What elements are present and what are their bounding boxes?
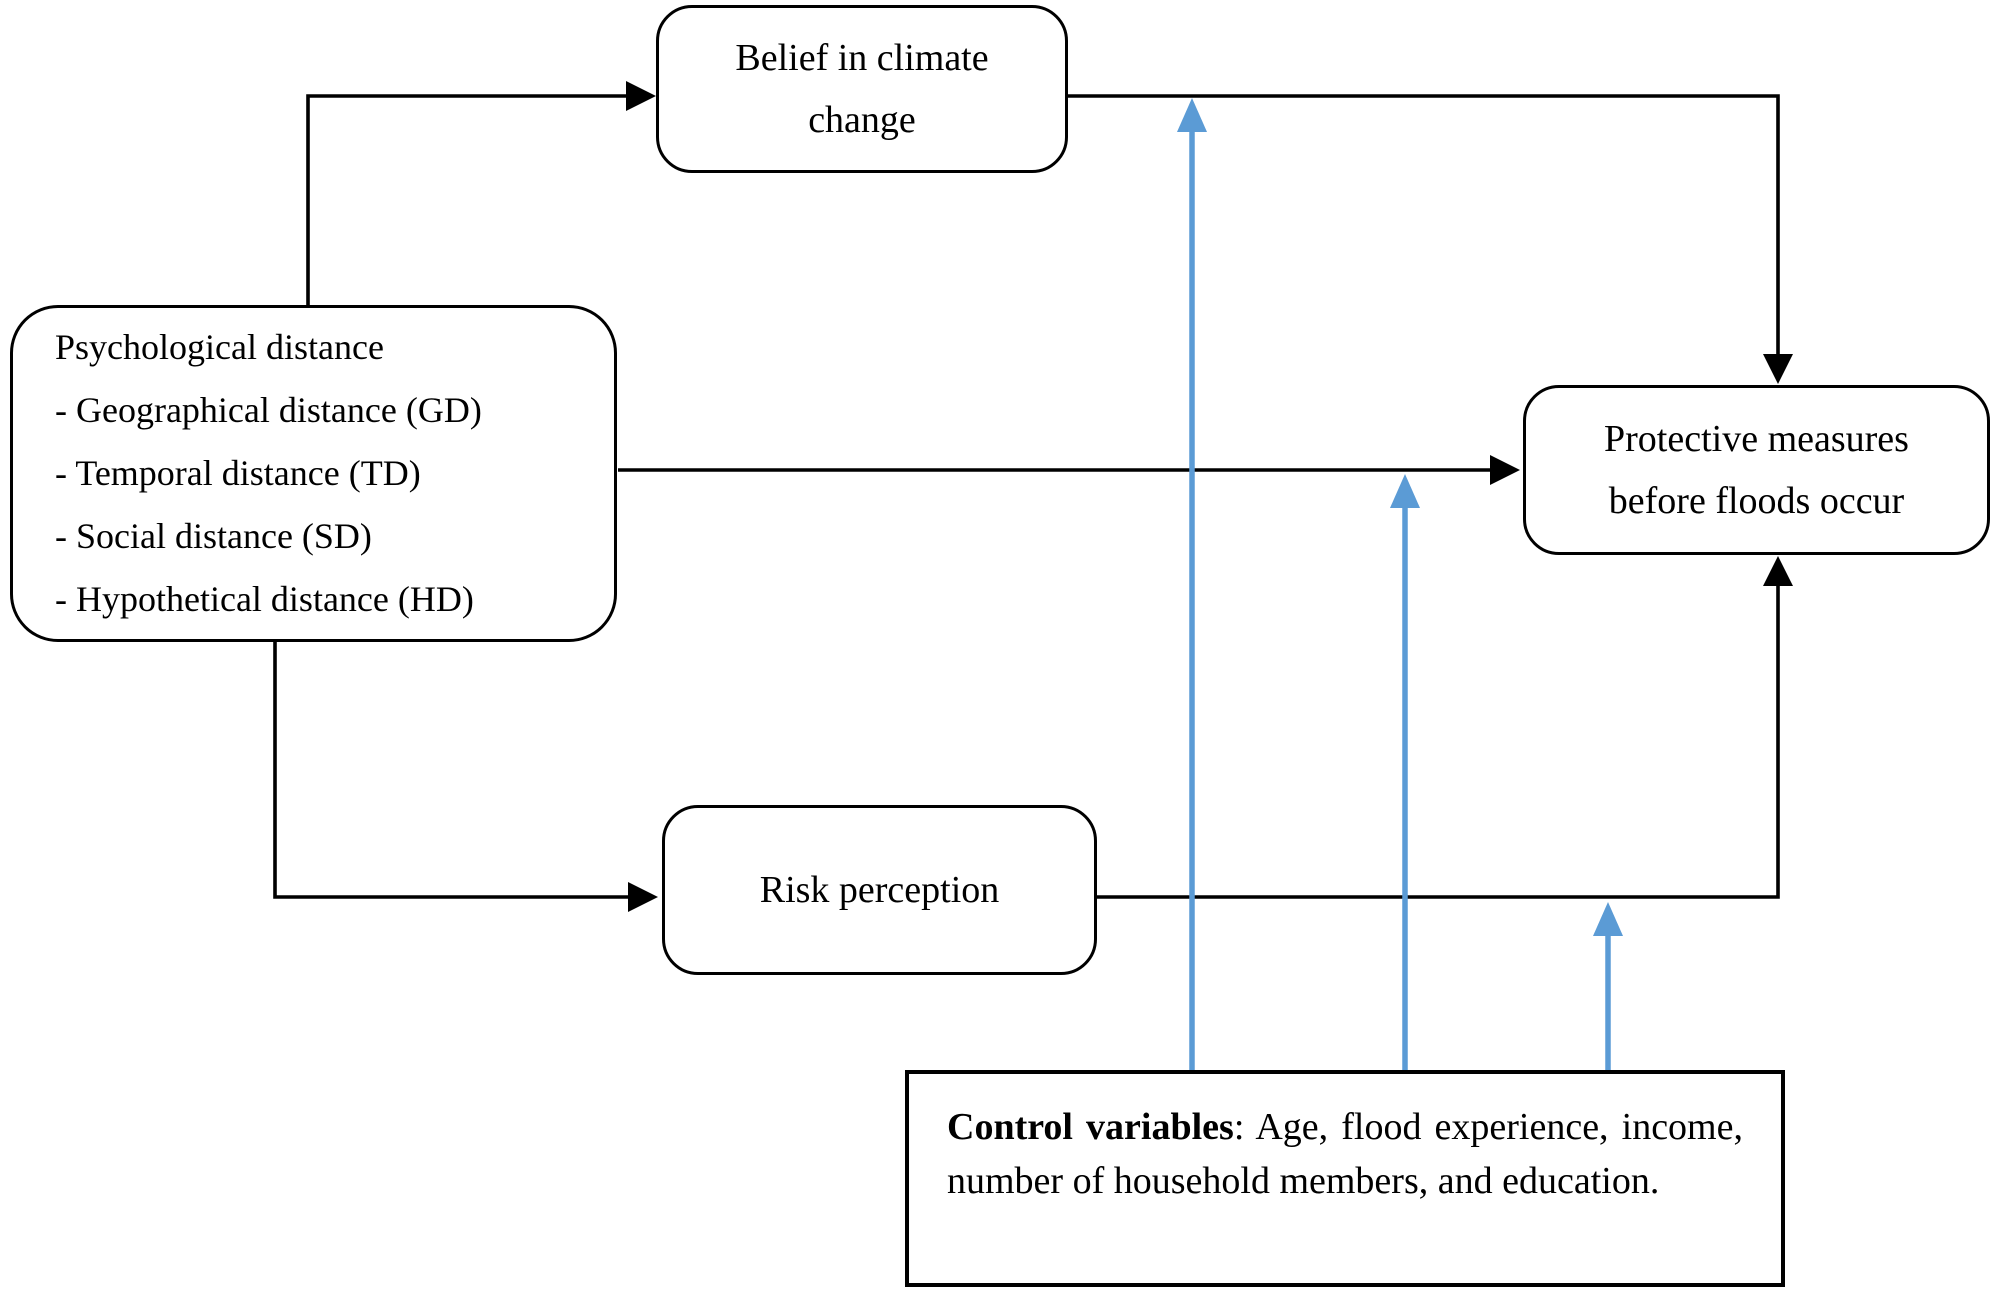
connector-psychological-to-protective: [618, 455, 1520, 485]
control-variables-text: Control variables: Age, flood experience…: [947, 1100, 1743, 1208]
psychological-distance-item-hypothetical: - Hypothetical distance (HD): [55, 579, 474, 619]
protective-measures-label: Protective measures before floods occur: [1604, 418, 1909, 522]
protective-measures-box: Protective measures before floods occur: [1523, 385, 1990, 555]
control-variables-title: Control variables: [947, 1106, 1234, 1148]
connector-belief-to-protective: [1067, 94, 1793, 384]
connector-control-to-psych-protective-path: [1390, 474, 1420, 1070]
connector-psychological-to-belief: [306, 81, 656, 306]
psychological-distance-item-social: - Social distance (SD): [55, 516, 372, 556]
psychological-distance-box: Psychological distance - Geographical di…: [10, 305, 617, 642]
psychological-distance-title: Psychological distance: [55, 327, 384, 367]
connector-control-to-risk-protective-path: [1593, 902, 1623, 1070]
connector-control-to-belief-path: [1177, 98, 1207, 1070]
psychological-distance-item-geographical: - Geographical distance (GD): [55, 390, 482, 430]
psychological-distance-item-temporal: - Temporal distance (TD): [55, 453, 421, 493]
belief-box-label: Belief in climate change: [735, 37, 989, 141]
connector-psychological-to-risk: [273, 641, 658, 912]
belief-box: Belief in climate change: [656, 5, 1068, 173]
risk-perception-label: Risk perception: [759, 869, 1000, 911]
connector-risk-to-protective: [1096, 556, 1793, 899]
risk-perception-box: Risk perception: [662, 805, 1097, 975]
control-variables-box: Control variables: Age, flood experience…: [905, 1070, 1785, 1287]
control-variables-list: : Age, flood experience, income, number …: [947, 1106, 1743, 1202]
